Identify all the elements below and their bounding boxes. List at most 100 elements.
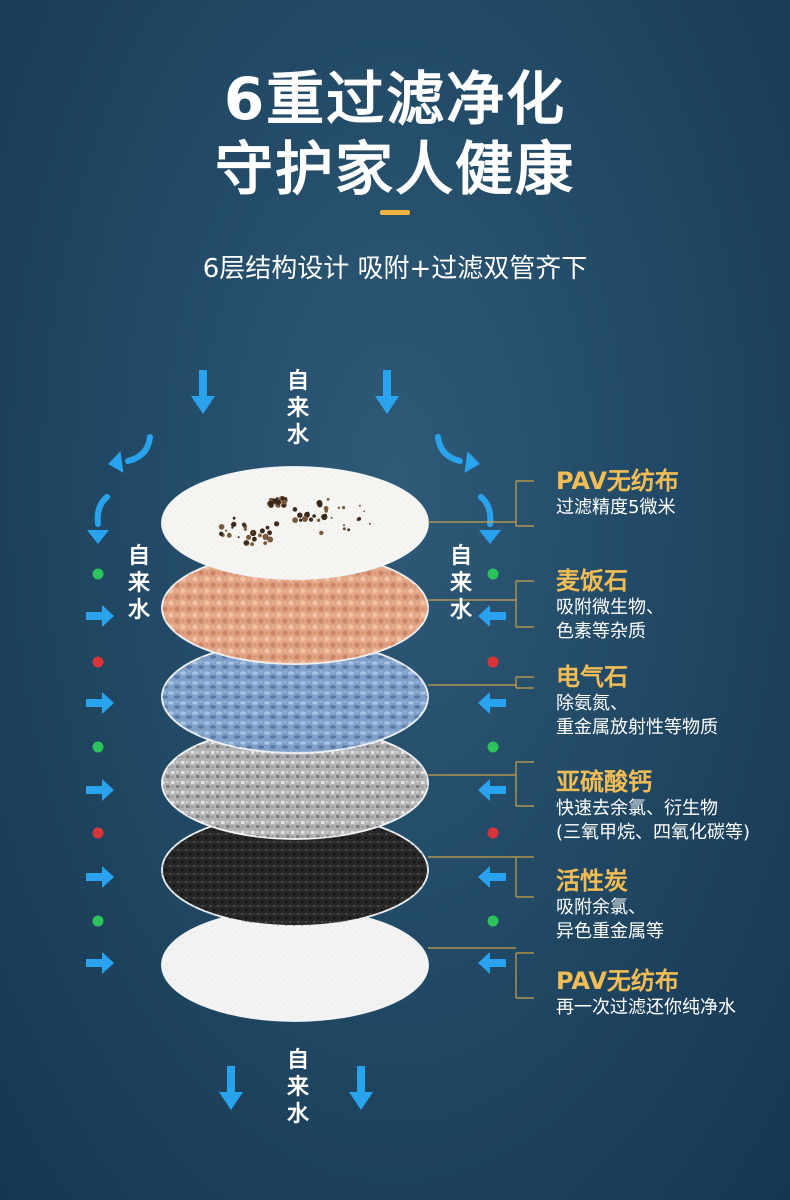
dirt-particle <box>308 517 314 522</box>
flow-dot-right-3 <box>487 741 499 753</box>
layer-disk-rim <box>161 466 429 580</box>
inflow-arrow-right-1 <box>478 605 506 627</box>
dirt-particle <box>299 518 303 522</box>
layer-name: PAV无纺布 <box>556 967 679 995</box>
flow-dot-left-4 <box>92 827 104 839</box>
dirt-particle <box>292 517 298 523</box>
dirt-particle <box>267 536 274 543</box>
char: 自 <box>127 544 150 569</box>
flow-dot-left-2 <box>92 656 104 668</box>
dirt-particle <box>252 531 254 534</box>
layer-desc-line: 吸附微生物、 <box>556 597 664 618</box>
layer-disk-texture <box>162 467 428 579</box>
curved-arrow-head <box>479 530 501 544</box>
dirt-particle <box>323 506 329 511</box>
layer-name: 麦饭石 <box>556 567 628 595</box>
inflow-arrow-right-3 <box>478 779 506 801</box>
annotation-pav-fabric-2: PAV无纺布 再一次过滤还你纯净水 <box>556 966 736 1020</box>
layer-disk-pav-top <box>161 466 429 580</box>
layer-desc-line: 吸附余氯、 <box>556 897 646 918</box>
arrow-icon <box>86 866 114 888</box>
layer-desc-line: (三氧甲烷、四氧化碳等) <box>556 822 751 843</box>
char: 水 <box>127 598 150 623</box>
leader-line-2 <box>428 580 534 628</box>
dirt-particle <box>263 541 268 545</box>
dirt-particle <box>281 501 284 504</box>
char: 水 <box>286 1102 309 1127</box>
dirt-particle <box>230 523 233 526</box>
water-outlet-label: 自 来 水 <box>283 1047 313 1128</box>
dirt-particles <box>218 496 371 546</box>
leader-line-4 <box>428 761 534 807</box>
dirt-particle <box>316 518 321 522</box>
inflow-arrow-left-1 <box>86 605 114 627</box>
water-inlet-label-right: 自 来 水 <box>446 543 476 624</box>
water-inlet-label-left: 自 来 水 <box>124 543 154 624</box>
dirt-particle <box>226 533 232 538</box>
dirt-particle <box>317 502 323 508</box>
arrow-icon <box>86 605 114 627</box>
annotation-activated-carbon: 活性炭 吸附余氯、 异色重金属等 <box>556 866 664 944</box>
inflow-arrow-left-5 <box>86 952 114 974</box>
inflow-arrow-left-4 <box>86 866 114 888</box>
layer-name: 活性炭 <box>556 867 628 895</box>
char: 水 <box>449 598 472 623</box>
dirt-particle <box>250 542 255 546</box>
flow-dot-right-1 <box>487 568 499 580</box>
layer-desc-line: 色素等杂质 <box>556 621 646 642</box>
dirt-particle <box>321 513 328 521</box>
dirt-particle <box>218 524 225 530</box>
curved-arrow-shaft <box>435 434 463 464</box>
flow-dot-right-4 <box>487 827 499 839</box>
title-line-2: 守护家人健康 <box>214 135 575 203</box>
arrow-down-icon <box>349 1066 373 1110</box>
layer-disk-texture <box>162 814 428 926</box>
flow-dot-left-3 <box>92 741 104 753</box>
layer-name: 亚硫酸钙 <box>556 768 652 796</box>
dirt-particle <box>272 498 278 504</box>
char: 自 <box>286 369 309 394</box>
dirt-particle <box>357 517 362 521</box>
dirt-particle <box>342 527 346 531</box>
flow-dot-left-5 <box>92 915 104 927</box>
leader-line-6 <box>428 947 534 999</box>
curve-arrow-lower-left <box>87 494 110 544</box>
flow-dot-right-2 <box>487 656 499 668</box>
layer-disk-tourmaline <box>161 640 429 754</box>
curved-arrow-shaft <box>125 434 153 464</box>
dirt-particle <box>231 526 234 529</box>
layer-desc-line: 重金属放射性等物质 <box>556 717 718 738</box>
char: 来 <box>127 571 150 596</box>
curved-arrow-head <box>108 451 124 473</box>
layer-disk-pav-bottom <box>161 908 429 1022</box>
dirt-particle <box>330 517 333 519</box>
inflow-arrow-right-4 <box>478 866 506 888</box>
arrow-icon <box>478 779 506 801</box>
arrow-down-icon <box>191 370 215 414</box>
char: 水 <box>286 423 309 448</box>
arrow-icon <box>86 779 114 801</box>
curved-arrow-head <box>87 530 109 544</box>
curve-arrow-upper-left <box>108 434 153 473</box>
arrow-down-icon <box>219 1066 243 1110</box>
dirt-particle <box>246 534 252 540</box>
inflow-arrow-left-2 <box>86 692 114 714</box>
arrow-icon <box>478 692 506 714</box>
dirt-particle <box>319 530 324 536</box>
dirt-particle <box>262 533 269 541</box>
flow-dot-right-5 <box>487 915 499 927</box>
annotation-calcium-sulfite: 亚硫酸钙 快速去余氯、衍生物 (三氧甲烷、四氧化碳等) <box>556 767 750 845</box>
leader-line-3 <box>428 676 534 689</box>
dirt-particle <box>312 514 316 518</box>
annotation-pav-fabric-1: PAV无纺布 过滤精度5微米 <box>556 466 679 520</box>
dirt-particle <box>225 529 228 532</box>
char: 自 <box>286 1048 309 1073</box>
dirt-particle <box>337 506 341 509</box>
layer-disk-activated-carbon <box>161 813 429 927</box>
dirt-particle <box>243 527 247 531</box>
dirt-particle <box>243 540 250 546</box>
dirt-particle <box>280 496 286 501</box>
leader-line-1 <box>428 480 534 527</box>
layer-disk-texture <box>162 641 428 753</box>
